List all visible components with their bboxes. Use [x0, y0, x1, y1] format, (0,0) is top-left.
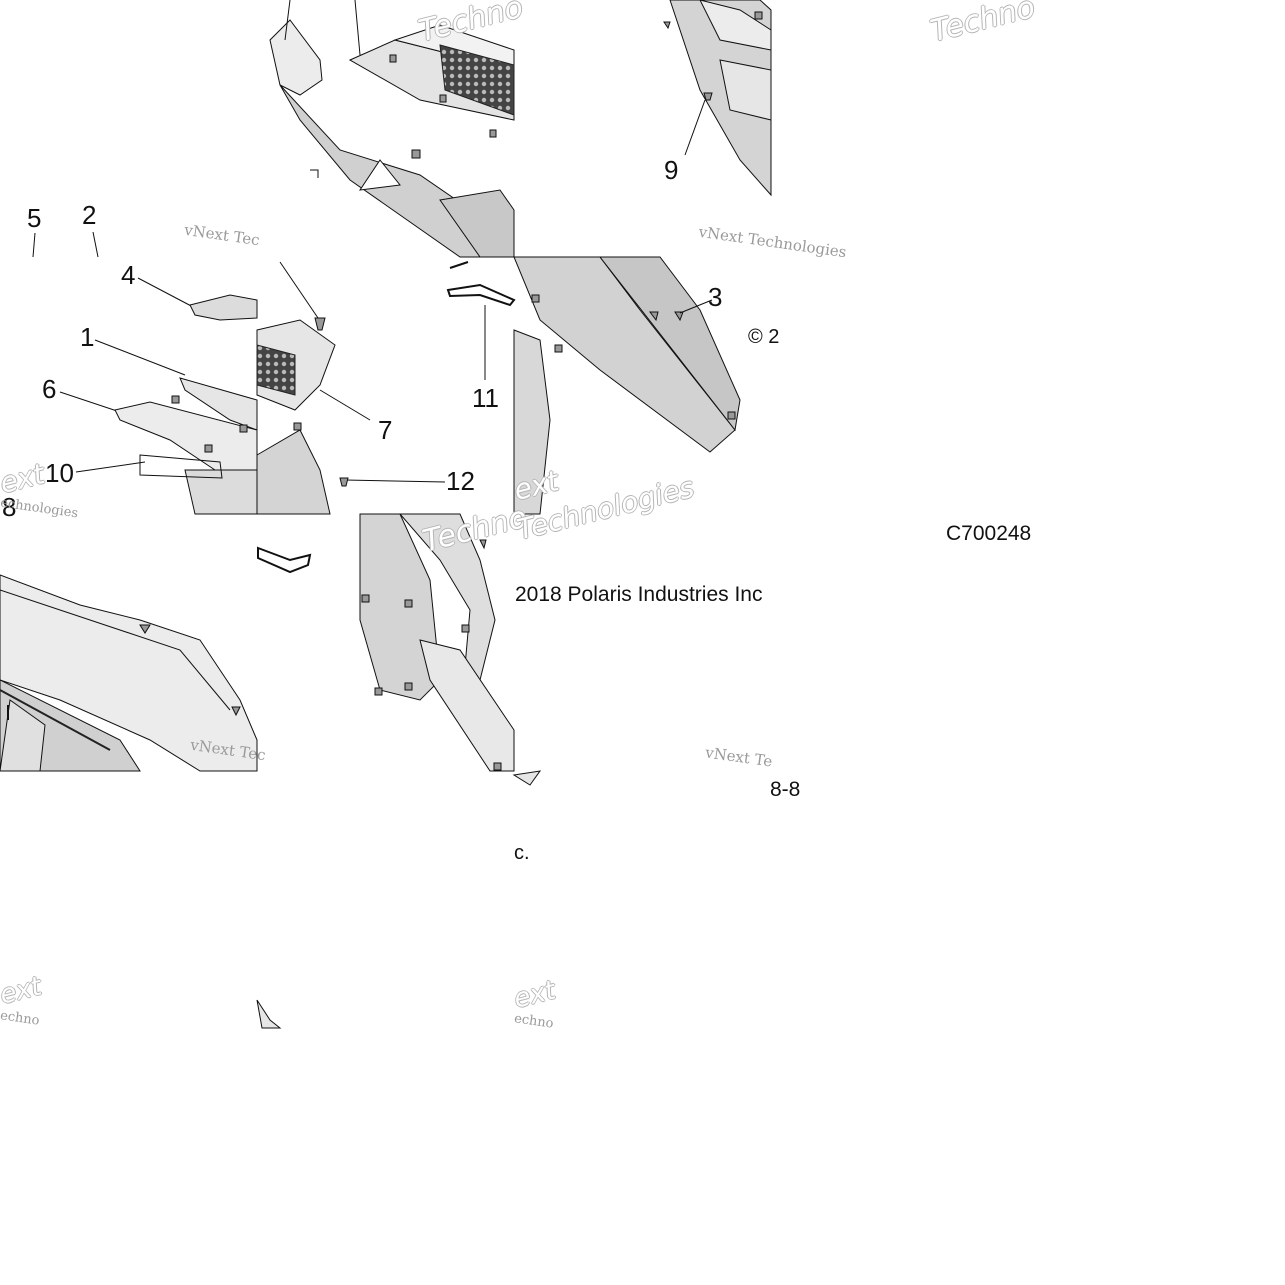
callout-12: 12 [446, 466, 475, 496]
copyright-line: 2018 Polaris Industries Inc [515, 583, 763, 606]
callout-4: 4 [121, 260, 136, 290]
tile-lower-left [0, 574, 258, 772]
callout-2: 2 [82, 200, 97, 230]
callout-5: 5 [27, 203, 42, 233]
callout-10: 10 [45, 458, 74, 488]
callout-7: 7 [378, 415, 393, 445]
page-reference: 8-8 [770, 778, 801, 801]
callout-3: 3 [708, 282, 723, 312]
callout-8: 8 [2, 492, 17, 522]
copyright-tail: c. [514, 842, 530, 864]
tile-middle-left [32, 231, 258, 515]
callout-9: 9 [664, 155, 679, 185]
drawing-code: C700248 [946, 522, 1032, 545]
tile-mask [771, 0, 1285, 514]
tile-fragments [256, 770, 542, 1029]
tile-top-center [269, 0, 515, 269]
tile-lower-center [257, 513, 515, 772]
callout-6: 6 [42, 374, 57, 404]
copyright-symbol: © 2 [748, 326, 780, 348]
callout-11: 11 [472, 383, 499, 413]
callout-1: 1 [80, 322, 95, 352]
tile-center [256, 261, 516, 515]
tile-middle-right [513, 256, 741, 515]
tile-top-right [663, 0, 772, 197]
